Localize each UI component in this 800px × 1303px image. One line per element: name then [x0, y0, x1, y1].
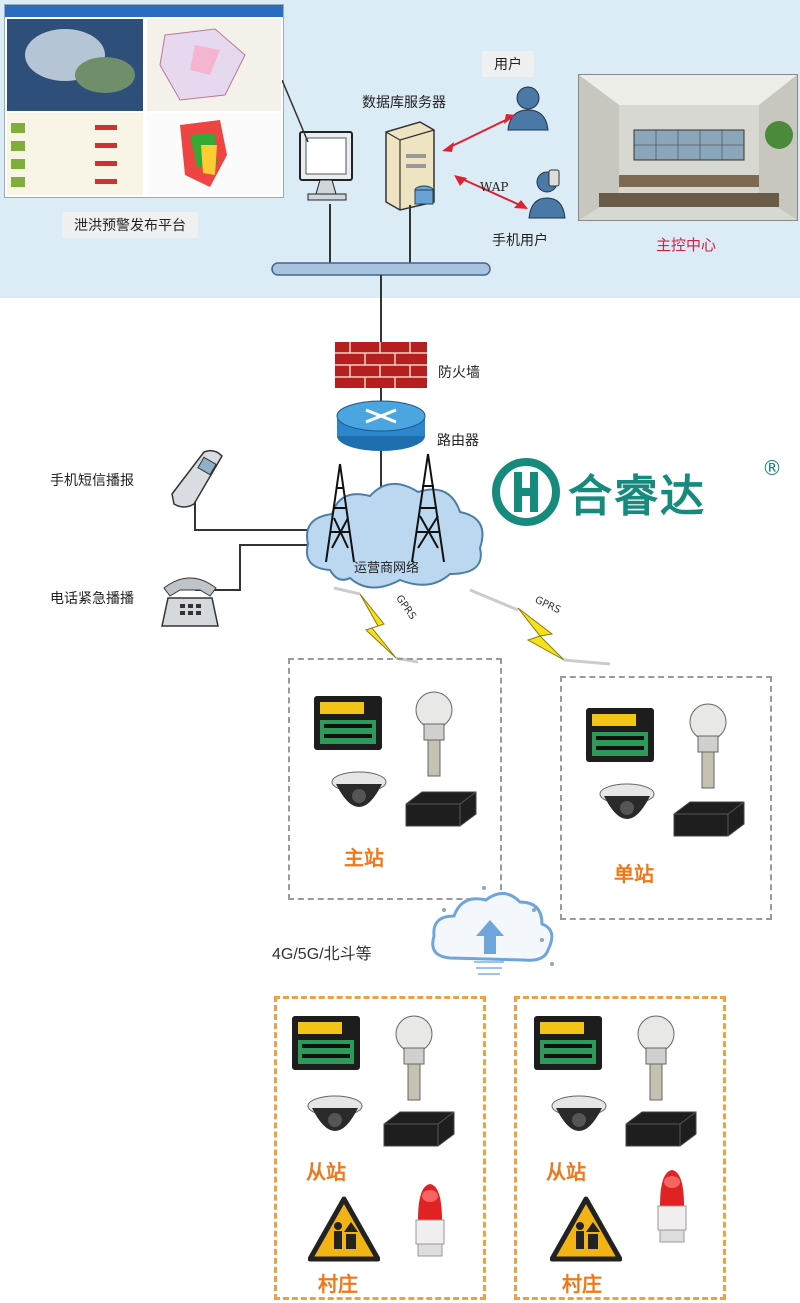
- server-user-arrow: [440, 108, 520, 158]
- dome-camera-icon: [330, 770, 388, 820]
- slave-station-label-left: 从站: [306, 1160, 346, 1184]
- firewall-label: 防火墙: [438, 365, 480, 381]
- monitor-icon: [296, 128, 358, 210]
- slave-station-box-right: [514, 996, 726, 1300]
- carrier-cloud: [300, 452, 490, 602]
- control-center-label: 主控中心: [656, 236, 717, 254]
- registered-mark: ®: [762, 456, 782, 480]
- radar-level-sensor-icon: [394, 1014, 434, 1102]
- radar-level-sensor-icon: [414, 690, 454, 778]
- firewall-icon: [335, 342, 427, 388]
- router-label: 路由器: [437, 433, 479, 449]
- alarm-light-icon: [652, 1166, 692, 1244]
- warning-sign-icon: [550, 1196, 622, 1262]
- alarm-light-icon: [410, 1180, 450, 1258]
- database-server-label: 数据库服务器: [362, 95, 446, 111]
- single-station-label: 单站: [614, 862, 654, 886]
- radar-level-sensor-icon: [688, 702, 728, 790]
- nvr-recorder-icon: [382, 1110, 456, 1148]
- slave-station-box-left: [274, 996, 486, 1300]
- carrier-network-label: 运营商网络: [354, 561, 420, 576]
- radar-level-sensor-icon: [636, 1014, 676, 1102]
- slave-station-label-right: 从站: [546, 1160, 586, 1184]
- sms-broadcast-label: 手机短信播报: [50, 473, 134, 489]
- single-station-box: [560, 676, 772, 920]
- platform-screenshot: [4, 4, 284, 198]
- platform-label: 泄洪预警发布平台: [62, 212, 198, 238]
- data-logger-icon: [532, 1014, 604, 1072]
- main-station-label: 主站: [344, 846, 384, 870]
- gprs-lightning-right: [468, 586, 614, 666]
- phone-broadcast-label: 电话紧急播播: [50, 591, 134, 607]
- wireless-cloud-icon: [424, 880, 564, 990]
- wap-label: WAP: [480, 180, 509, 194]
- link-label: 4G/5G/北斗等: [272, 946, 372, 963]
- mobile-phone-icon: [164, 448, 228, 510]
- user-label: 用户: [482, 51, 534, 77]
- user-icon: [506, 84, 550, 132]
- mobile-user-label: 手机用户: [492, 233, 548, 249]
- server-icon: [380, 118, 440, 212]
- brand-name: 合睿达: [568, 471, 706, 522]
- village-label-left: 村庄: [318, 1272, 358, 1296]
- data-logger-icon: [312, 694, 384, 752]
- control-center-photo: [578, 74, 798, 221]
- data-logger-icon: [290, 1014, 362, 1072]
- router-icon: [336, 400, 426, 452]
- gprs-lightning-left: [330, 584, 420, 664]
- dome-camera-icon: [550, 1094, 608, 1144]
- nvr-recorder-icon: [672, 800, 746, 838]
- mobile-user-icon: [525, 168, 569, 220]
- brand-logo-icon: [492, 458, 560, 526]
- telephone-icon: [158, 568, 222, 630]
- main-station-box: [288, 658, 502, 900]
- data-logger-icon: [584, 706, 656, 764]
- dome-camera-icon: [598, 782, 656, 832]
- network-lines: [0, 0, 800, 620]
- nvr-recorder-icon: [624, 1110, 698, 1148]
- platform-connector: [282, 80, 312, 160]
- village-label-right: 村庄: [562, 1272, 602, 1296]
- nvr-recorder-icon: [404, 790, 478, 828]
- dome-camera-icon: [306, 1094, 364, 1144]
- warning-sign-icon: [308, 1196, 380, 1262]
- server-mobile-arrow: [452, 170, 532, 214]
